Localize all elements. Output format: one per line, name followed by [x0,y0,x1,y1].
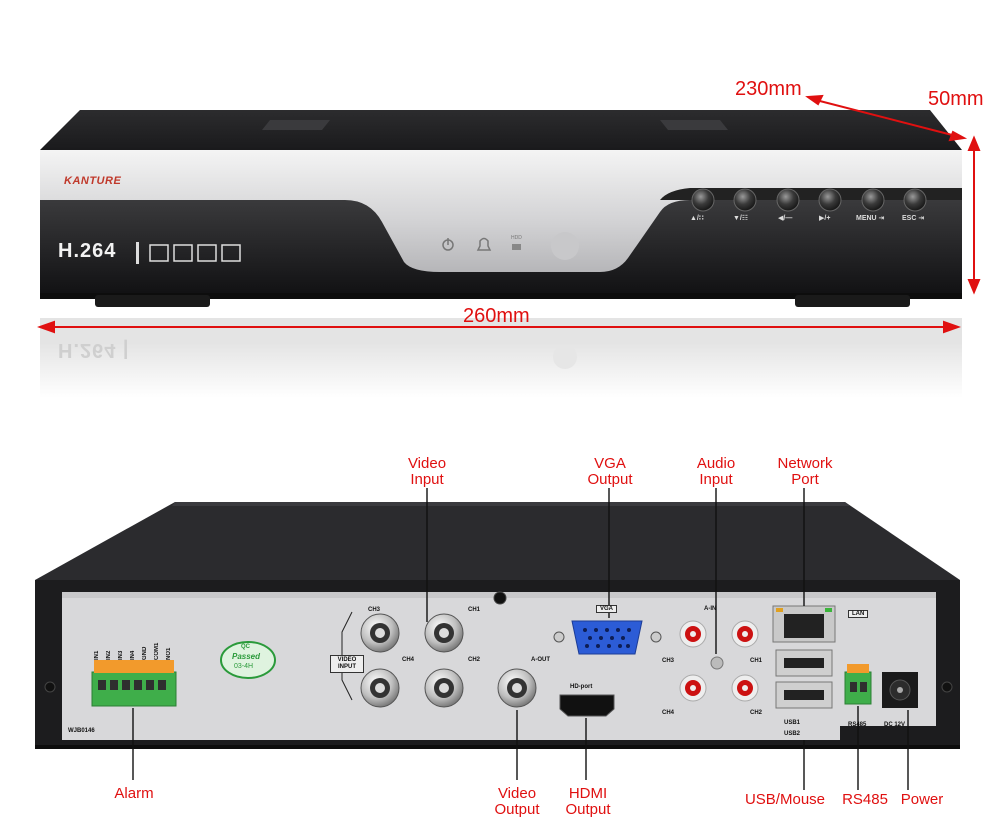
dc-power-jack [882,672,918,708]
callout-rs485: RS485 [842,791,888,808]
front-feature-icons [149,244,241,262]
label-ch4-audio: CH4 [662,710,675,716]
callout-alarm: Alarm [114,785,154,802]
front-buttons [691,188,927,212]
label-usb1: USB1 [784,720,801,726]
vga-port [553,620,662,655]
dimension-width: 260mm [463,305,530,327]
callout-hdmi-output: HDMI Output [565,785,611,818]
callout-vga-output: VGA Output [587,455,633,488]
rear-silver-plate [62,592,936,740]
qc-sticker-text: QC [241,644,250,650]
front-dark-left [40,200,962,295]
label-vga: VGA [596,605,618,613]
label-ch3-audio: CH3 [662,658,675,664]
callout-video-output: Video Output [494,785,540,818]
callout-usb-mouse: USB/Mouse [744,791,826,808]
dimension-depth: 230mm [735,78,802,100]
alarm-pin-gnd: GND [142,646,148,660]
rear-panel-photo [35,488,960,790]
label-ch3-top: CH3 [368,607,381,613]
button-label-right: ▶/+ [819,215,831,222]
label-a-out: A-OUT [531,657,550,663]
rs485-terminal [844,664,872,705]
label-ch4-mid: CH4 [402,657,415,663]
bnc-connectors [360,613,537,708]
label-ch1-audio: CH1 [750,658,763,664]
callout-power: Power [900,791,944,808]
qc-sticker-code: 03-4H [234,663,254,670]
label-dc12v: DC 12V [884,722,906,728]
alarm-pin-com1: COM1 [154,642,160,660]
qc-sticker [220,641,276,679]
button-label-down: ▼/☷ [733,215,749,222]
hdd-led [512,244,521,250]
usb-ports [775,649,833,709]
qc-sticker-passed: Passed [232,652,261,661]
callout-video-input: Video Input [407,455,447,488]
callout-network-port: Network Port [777,455,833,488]
label-rs485: RS485 [848,722,867,728]
front-reflection-text: H.264 | [58,339,130,361]
alarm-pin-in4: IN4 [130,650,136,660]
front-foot-right [795,295,910,307]
hdmi-port [559,694,615,717]
alarm-pin-no1: NO1 [166,647,172,660]
alarm-pin-labels: IN1 IN2 IN3 IN4 GND COM1 NO1 [94,626,178,660]
label-lan: LAN [848,610,869,618]
alarm-pin-in3: IN3 [118,650,124,660]
dimension-height: 50mm [928,88,984,110]
speaker-grill-icon [551,232,579,260]
label-ch2-mid: CH2 [468,657,481,663]
callout-lines [132,488,909,790]
alarm-terminal-block [91,660,177,707]
power-led-icon [442,238,454,251]
rear-top-lid [35,502,960,580]
front-codec-label: H.264 [58,240,117,262]
label-ch2-audio: CH2 [750,710,763,716]
button-label-menu: MENU ⇥ [856,215,885,222]
button-label-left: ◀/— [778,215,793,222]
alarm-pin-in1: IN1 [94,650,100,660]
button-label-up: ▲/∷ [690,215,704,222]
front-panel-photo [37,94,981,398]
label-ch1-top: CH1 [468,607,481,613]
label-usb2: USB2 [784,731,801,737]
front-brand-logo: KANTURE [64,175,122,187]
dimension-arrows [37,94,981,334]
front-hdd-label: HDD [511,235,522,241]
front-top-lid [40,110,962,150]
alarm-pin-in2: IN2 [106,650,112,660]
rca-audio-inputs [679,620,759,702]
callout-audio-input: Audio Input [696,455,736,488]
button-label-esc: ESC ⇥ [902,215,925,222]
label-model: WJB0146 [68,728,95,734]
label-a-in: A-IN [704,606,717,612]
alarm-bell-icon [476,237,492,251]
label-video-input: VIDEO INPUT [330,655,364,673]
lan-port [772,605,836,643]
front-foot-left [95,295,210,307]
label-hd-port: HD-port [570,684,593,690]
